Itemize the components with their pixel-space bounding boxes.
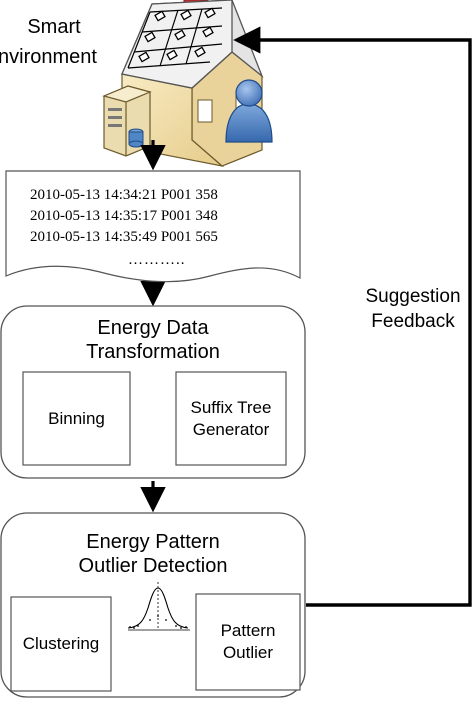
- detection-title-line2: Outlier Detection: [78, 555, 228, 577]
- transformation-title: Energy Data Transformation: [1, 316, 305, 364]
- environment-label-line2: nvironment: [0, 46, 97, 68]
- log-line: 2010-05-13 14:35:49 P001 565: [30, 229, 218, 245]
- suffix-tree-label-line2: Generator: [192, 419, 270, 439]
- feedback-label-line2: Feedback: [371, 311, 455, 332]
- binning-label: Binning: [48, 408, 105, 428]
- feedback-loop: [233, 26, 472, 607]
- detection-title-line1: Energy Pattern: [86, 531, 220, 553]
- feedback-label-line1: Suggestion: [365, 286, 461, 307]
- transformation-title-line1: Energy Data: [97, 317, 209, 339]
- detection-title: Energy Pattern Outlier Detection: [1, 530, 305, 578]
- clustering-box-shape: [10, 596, 112, 692]
- clustering-label: Clustering: [22, 634, 100, 653]
- clustering-box: Clustering: [11, 597, 111, 691]
- environment-label-line1: Smart: [27, 16, 81, 38]
- log-line: 2010-05-13 14:34:21 P001 358: [30, 187, 218, 203]
- pattern-outlier-label-line1: Pattern: [220, 621, 276, 640]
- transformation-title-line2: Transformation: [86, 341, 220, 363]
- suffix-box-shape: [175, 371, 287, 466]
- log-document-shape: [5, 170, 301, 283]
- server-icon: [102, 85, 152, 157]
- suffix-tree-label-line1: Suffix Tree: [190, 397, 272, 417]
- binning-box-shape: [22, 371, 131, 466]
- environment-label-line2-wrap: nvironment: [0, 44, 110, 70]
- log-line: 2010-05-13 14:35:17 P001 348: [30, 208, 218, 224]
- environment-label: Smart: [8, 14, 100, 40]
- pattern-outlier-box: Pattern Outlier: [196, 594, 300, 690]
- user-icon: [225, 79, 273, 143]
- pattern-outlier-box-shape: [195, 593, 301, 691]
- suffix-tree-box: Suffix Tree Generator: [176, 372, 286, 465]
- binning-box: Binning: [23, 372, 130, 465]
- log-ellipsis: ………..: [128, 252, 186, 268]
- distribution-curve-icon: [127, 582, 190, 631]
- pattern-outlier-label-line2: Outlier: [222, 643, 274, 662]
- suggestion-feedback-label: Suggestion Feedback: [352, 284, 474, 334]
